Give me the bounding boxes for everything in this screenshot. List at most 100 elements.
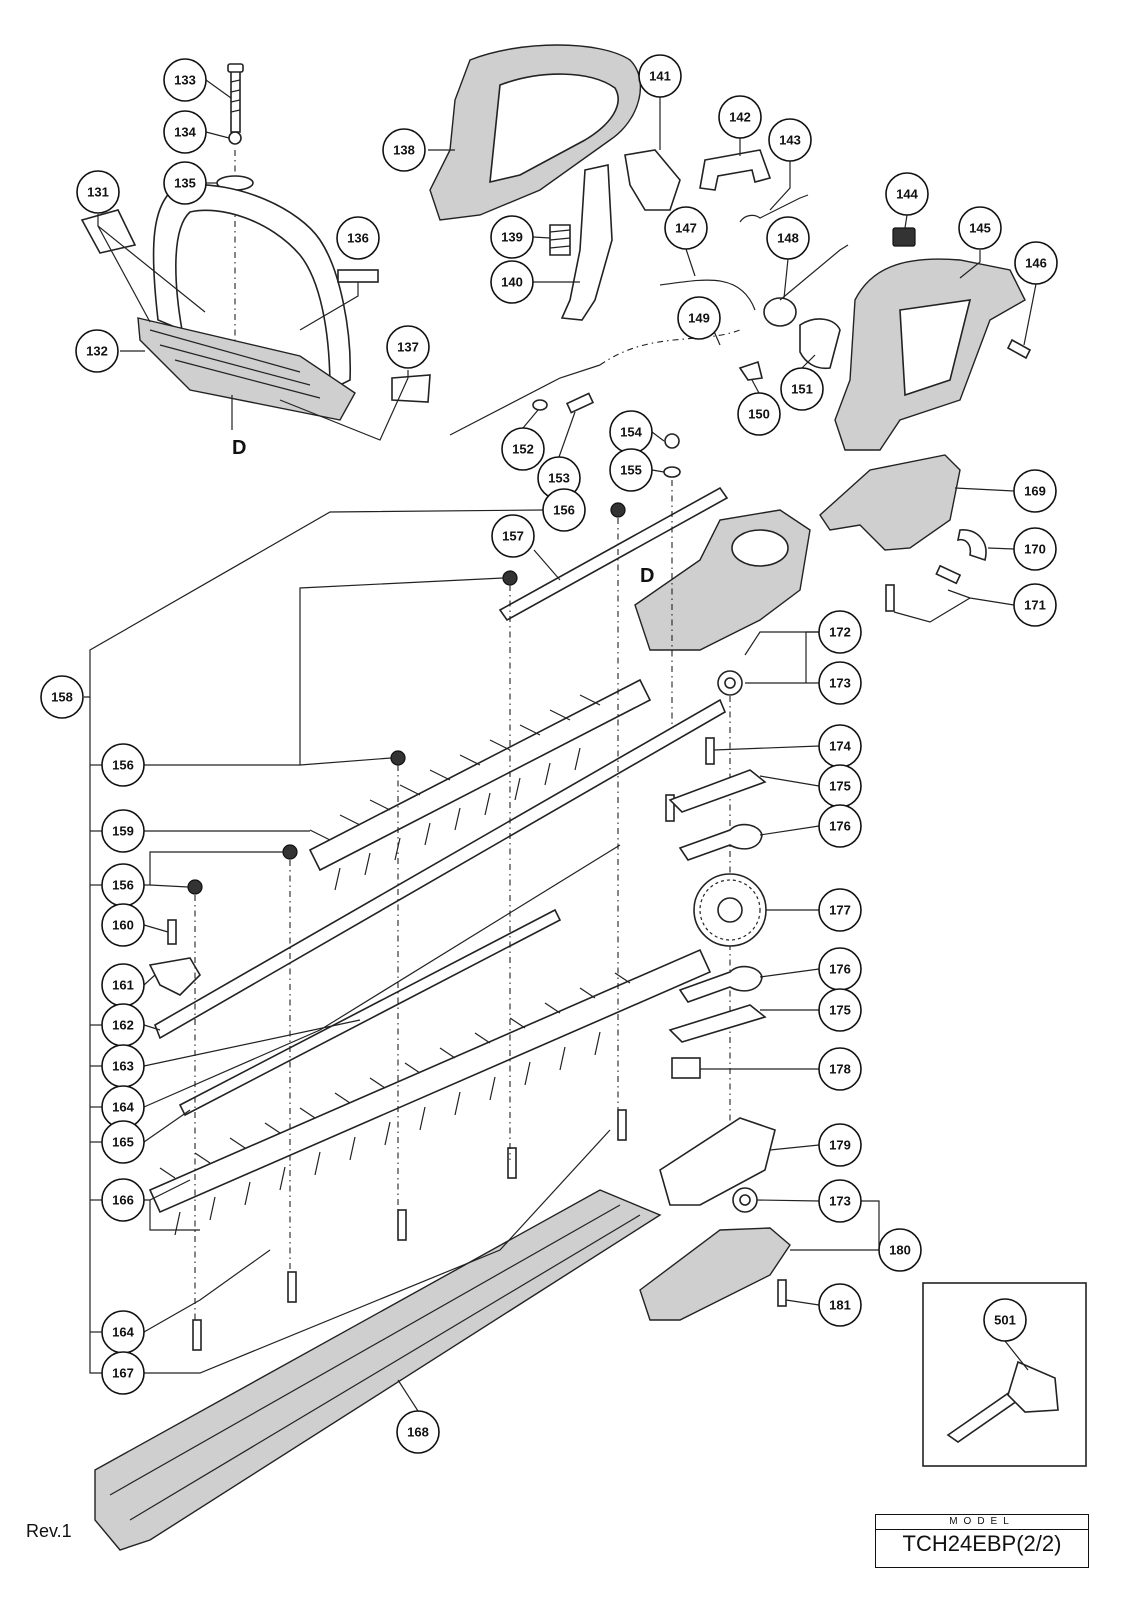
callout-173: 173	[818, 661, 862, 705]
callout-circle	[76, 170, 120, 214]
callout-number: 174	[829, 739, 851, 754]
callout-175: 175	[818, 988, 862, 1032]
callout-number: 133	[174, 73, 196, 88]
screw-181	[777, 1279, 787, 1307]
plate-162	[154, 698, 727, 1040]
callout-180: 180	[878, 1228, 922, 1272]
callout-163: 163	[101, 1044, 145, 1088]
gear-case-group	[498, 431, 1015, 1150]
spring-wire-143	[739, 194, 809, 223]
callout-number: 175	[829, 1003, 851, 1018]
flex-shaft-149	[599, 329, 741, 366]
callout-number: 165	[112, 1135, 134, 1150]
callout-number: 155	[620, 463, 642, 478]
callout-circle	[382, 128, 426, 172]
plate-175b	[668, 1004, 767, 1043]
callout-166: 166	[101, 1178, 145, 1222]
callout-circle	[490, 215, 534, 259]
callout-number: 180	[889, 1243, 911, 1258]
callout-138: 138	[382, 128, 426, 172]
callout-number: 148	[777, 231, 799, 246]
callout-number: 173	[829, 676, 851, 691]
switch-144	[892, 227, 916, 247]
callout-number: 135	[174, 176, 196, 191]
plate-175a	[668, 769, 767, 813]
callout-circle	[818, 888, 862, 932]
callout-circle	[101, 1178, 145, 1222]
callout-169: 169	[1013, 469, 1057, 513]
callout-circle	[818, 661, 862, 705]
callout-circle	[336, 216, 380, 260]
callout-181: 181	[818, 1283, 862, 1327]
callout-156: 156	[101, 863, 145, 907]
guard-plate-132	[137, 317, 356, 421]
callout-circle	[818, 1283, 862, 1327]
callout-circle	[885, 172, 929, 216]
callout-number: 169	[1024, 484, 1046, 499]
callout-151: 151	[780, 367, 824, 411]
callout-number: 143	[779, 133, 801, 148]
callout-circle	[163, 161, 207, 205]
callout-number: 172	[829, 625, 851, 640]
callout-circle	[491, 514, 535, 558]
callout-number: 146	[1025, 256, 1047, 271]
callout-circle	[1013, 527, 1057, 571]
callout-number: 132	[86, 344, 108, 359]
callout-circle	[101, 809, 145, 853]
plate-163	[178, 908, 562, 1117]
callout-number: 145	[969, 221, 991, 236]
callout-number: 151	[791, 382, 813, 397]
callout-number: 138	[393, 143, 415, 158]
callout-circle	[737, 392, 781, 436]
callout-circle	[490, 260, 534, 304]
callout-137: 137	[386, 325, 430, 369]
callout-circle	[780, 367, 824, 411]
screw-171a	[935, 564, 962, 585]
callout-141: 141	[638, 54, 682, 98]
callout-number: 179	[829, 1138, 851, 1153]
callout-circle	[818, 1123, 862, 1167]
front-handle-group	[80, 63, 431, 441]
callout-number: 147	[675, 221, 697, 236]
washer-134	[228, 131, 242, 145]
callout-circle	[101, 903, 145, 947]
callout-circle	[1014, 241, 1058, 285]
callout-160: 160	[101, 903, 145, 947]
callout-134: 134	[163, 110, 207, 154]
callout-number: 156	[112, 878, 134, 893]
gearbox-internals	[639, 737, 880, 1321]
sleeve-151	[799, 318, 841, 370]
callout-number: 176	[829, 962, 851, 977]
callout-164: 164	[101, 1085, 145, 1129]
callout-158: 158	[40, 675, 84, 719]
callout-147: 147	[664, 206, 708, 250]
callout-number: 156	[553, 503, 575, 518]
model-box: MODEL TCH24EBP(2/2)	[875, 1514, 1089, 1568]
clip-142	[699, 149, 772, 191]
callout-circle	[677, 296, 721, 340]
callout-144: 144	[885, 172, 929, 216]
screw-171b	[885, 584, 895, 612]
callout-142: 142	[718, 95, 762, 139]
callout-153: 153	[537, 456, 581, 500]
callout-number: 154	[620, 425, 642, 440]
callout-152: 152	[501, 427, 545, 471]
bolt-lower-2	[287, 1271, 297, 1303]
callout-circle	[638, 54, 682, 98]
callout-number: 173	[829, 1194, 851, 1209]
callout-154: 154	[609, 410, 653, 454]
callout-number: 178	[829, 1062, 851, 1077]
nut-156e	[187, 879, 203, 895]
reference-letter: D	[640, 565, 654, 587]
callout-number: 159	[112, 824, 134, 839]
callout-131: 131	[76, 170, 120, 214]
callout-circle	[1013, 469, 1057, 513]
callout-number: 166	[112, 1193, 134, 1208]
callout-139: 139	[490, 215, 534, 259]
callout-number: 131	[87, 185, 109, 200]
callout-175: 175	[818, 764, 862, 808]
callout-circle	[818, 988, 862, 1032]
callout-circle	[501, 427, 545, 471]
connector-153	[565, 392, 595, 414]
